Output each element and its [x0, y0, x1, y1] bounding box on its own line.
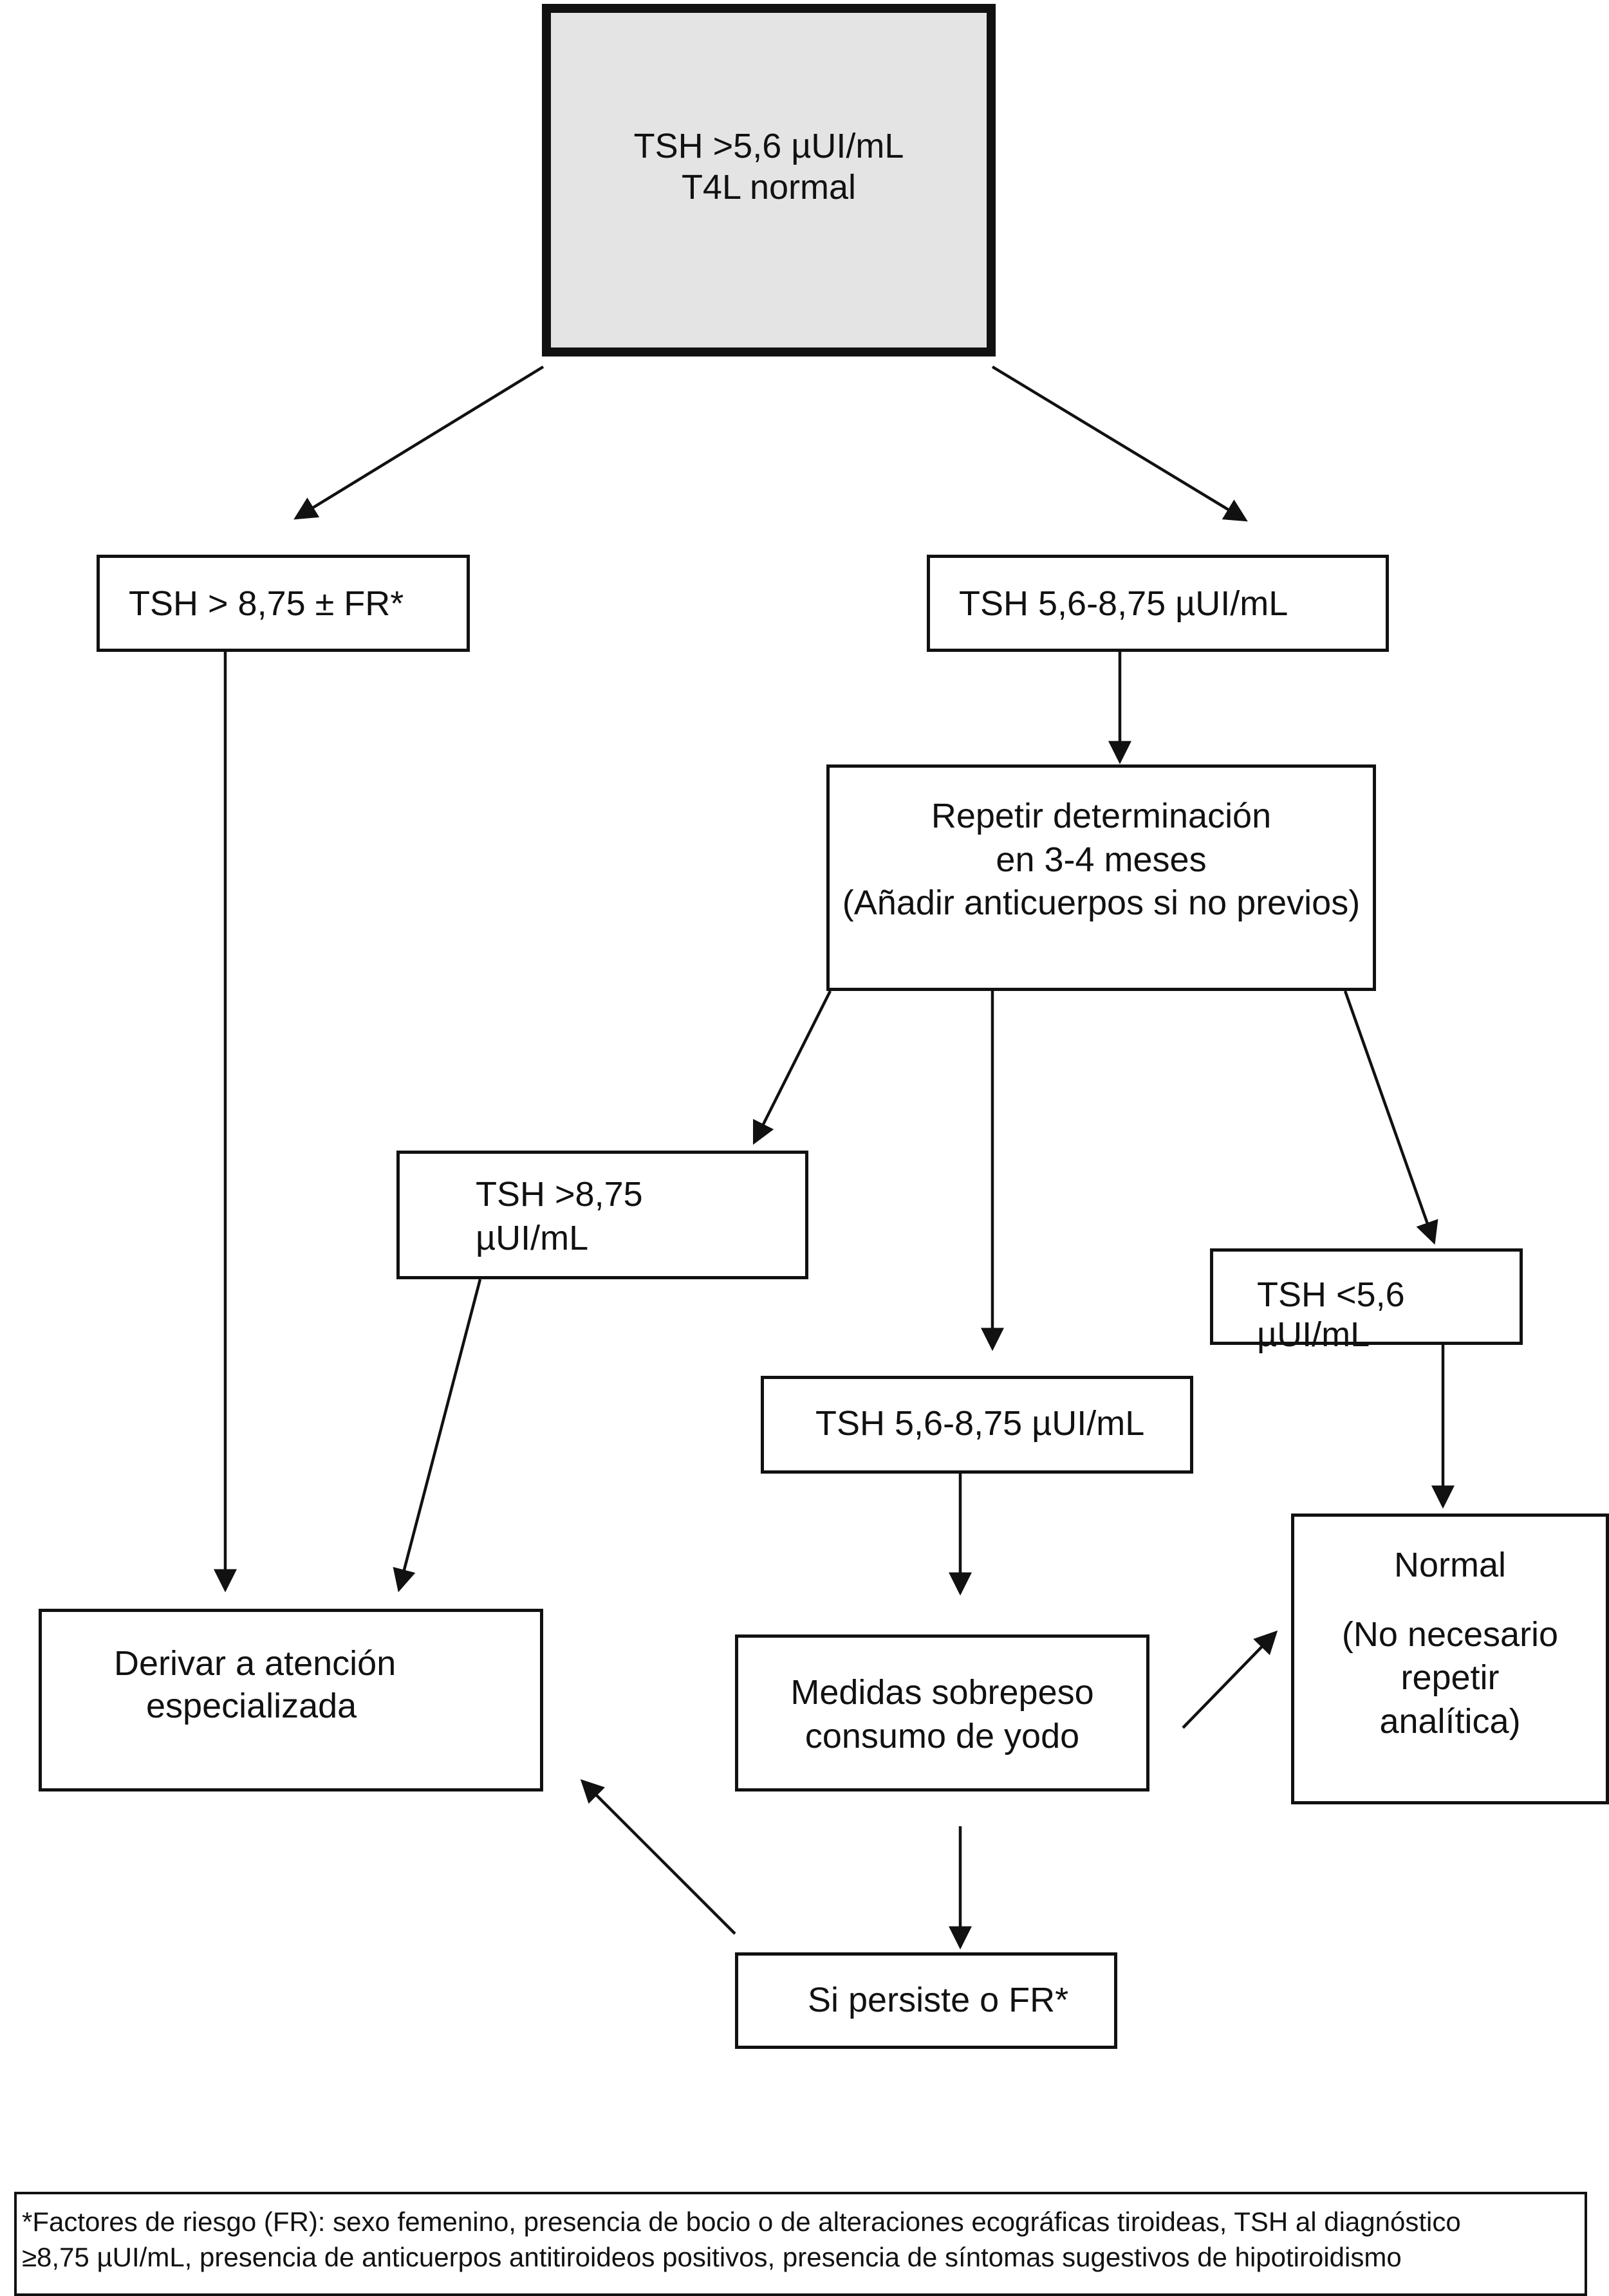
tsh-mid-node-text: TSH 5,6-8,75 µUI/mL	[959, 584, 1288, 623]
repeat-test-line-3: (Añadir anticuerpos si no previos)	[842, 884, 1361, 922]
arrow-high2-to-derivar	[393, 1279, 482, 1593]
medidas-node: Medidas sobrepeso consumo de yodo	[735, 1634, 1149, 1791]
arrow-start-to-high	[293, 366, 544, 520]
normal-line-4: analítica)	[1379, 1701, 1521, 1741]
repeat-test-line-1: Repetir determinación	[931, 797, 1272, 835]
arrow-persiste-to-derivar	[580, 1779, 736, 1935]
tsh-mid-result-node: TSH 5,6-8,75 µUI/mL	[761, 1376, 1193, 1474]
normal-line-2: (No necesario	[1341, 1615, 1559, 1654]
derivar-node: Derivar a atención especializada	[39, 1609, 543, 1791]
tsh-high-result-line-1: TSH >8,75	[476, 1175, 643, 1214]
tsh-low-result-text: TSH <5,6 µUI/mL	[1257, 1275, 1405, 1354]
medidas-line-1: Medidas sobrepeso	[790, 1673, 1094, 1712]
normal-line-3: repetir	[1400, 1658, 1500, 1697]
arrow-medidas-to-normal	[1182, 1630, 1278, 1729]
arrow-start-to-mid	[991, 366, 1248, 522]
arrow-repeat-to-low	[1343, 990, 1438, 1245]
footnote-line-1: *Factores de riesgo (FR): sexo femenino,…	[22, 2207, 1461, 2237]
repeat-test-line-2: en 3-4 meses	[996, 840, 1207, 879]
medidas-line-2: consumo de yodo	[804, 1716, 1080, 1755]
start-node: TSH >5,6 µUI/mL T4L normal	[542, 4, 996, 356]
arrow-repeat-to-high2	[752, 990, 832, 1145]
tsh-high-result-line-2: µUI/mL	[476, 1218, 589, 1257]
derivar-line-2: especializada	[146, 1686, 357, 1725]
normal-spacer	[1294, 1588, 1606, 1613]
tsh-mid-result-text: TSH 5,6-8,75 µUI/mL	[815, 1404, 1145, 1443]
start-node-line-2: T4L normal	[681, 167, 857, 207]
tsh-high-node-text: TSH > 8,75 ± FR*	[129, 584, 404, 623]
tsh-low-result-node: TSH <5,6 µUI/mL	[1210, 1248, 1523, 1354]
start-node-line-1: TSH >5,6 µUI/mL	[633, 127, 904, 165]
normal-line-1: Normal	[1393, 1546, 1507, 1584]
tsh-high-node: TSH > 8,75 ± FR*	[97, 555, 470, 652]
footnote-line-2: ≥8,75 µUI/mL, presencia de anticuerpos a…	[22, 2241, 1402, 2272]
repeat-test-node: Repetir determinación en 3-4 meses (Añad…	[826, 764, 1376, 991]
tsh-high-result-node: TSH >8,75 µUI/mL	[396, 1151, 808, 1279]
tsh-mid-node: TSH 5,6-8,75 µUI/mL	[927, 555, 1389, 652]
footnote-box: *Factores de riesgo (FR): sexo femenino,…	[14, 2192, 1587, 2296]
persiste-node: Si persiste o FR*	[735, 1952, 1117, 2049]
derivar-line-1: Derivar a atención	[114, 1644, 396, 1683]
normal-node: Normal (No necesario repetir analítica)	[1291, 1514, 1609, 1804]
persiste-text: Si persiste o FR*	[808, 1981, 1069, 2019]
